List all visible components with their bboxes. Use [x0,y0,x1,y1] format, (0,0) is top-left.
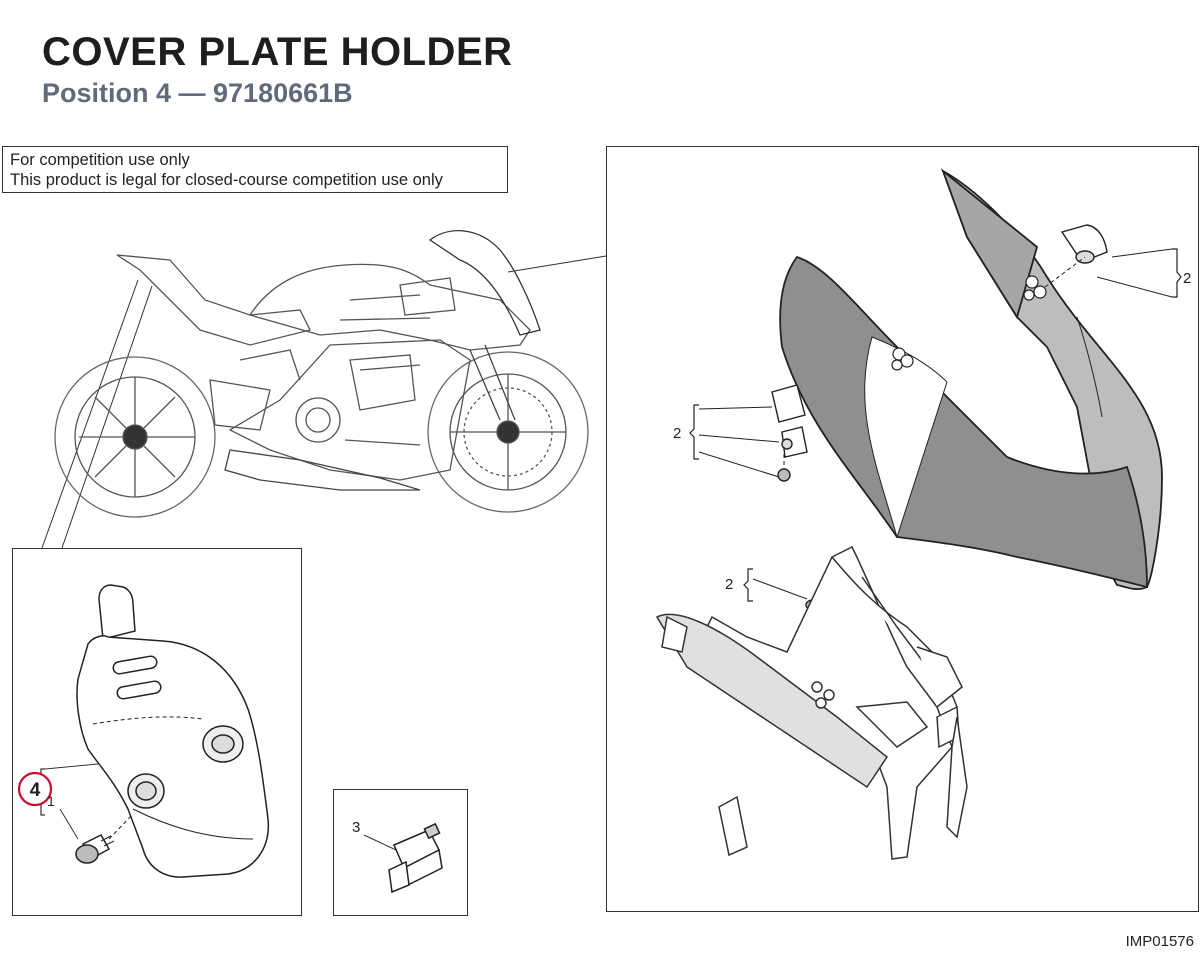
connector-drawing: 3 [352,819,443,894]
notice-line-1: For competition use only [10,151,190,169]
notice-line-2: This product is legal for closed-course … [10,171,443,189]
detail-panel-connector: 3 [333,789,468,916]
fairing-subframe [655,545,968,860]
leader-line-detail-right [61,285,153,549]
detail-panel-fairing: 2 2 2 [606,146,1199,912]
cover-plate-drawing: 4 1 [17,584,270,878]
mirror-bracket-left [771,384,808,482]
bolt-axis-line [108,813,134,840]
leader-line-detail-left [41,279,139,549]
page-title: COVER PLATE HOLDER [42,30,513,74]
position-number-label: 4 [30,780,41,801]
detail-panel-cover-plate: 4 1 [12,548,302,916]
item-2-label-top-right: 2 [1183,270,1191,287]
leader-line-fairing [507,255,607,273]
document-code: IMP01576 [1125,933,1194,950]
page-subtitle: Position 4 — 97180661B [42,78,353,108]
fairing-drawing: 2 2 2 [655,168,1191,860]
bolt-drawing [75,834,115,864]
item-3-label: 3 [352,819,360,836]
item-2-label-lower: 2 [725,576,733,593]
item-2-label-left: 2 [673,425,681,442]
motorcycle-outline [54,230,589,518]
competition-notice: For competition use only This product is… [2,146,508,193]
sub-item-label: 1 [47,793,55,809]
position-circle [17,771,53,807]
